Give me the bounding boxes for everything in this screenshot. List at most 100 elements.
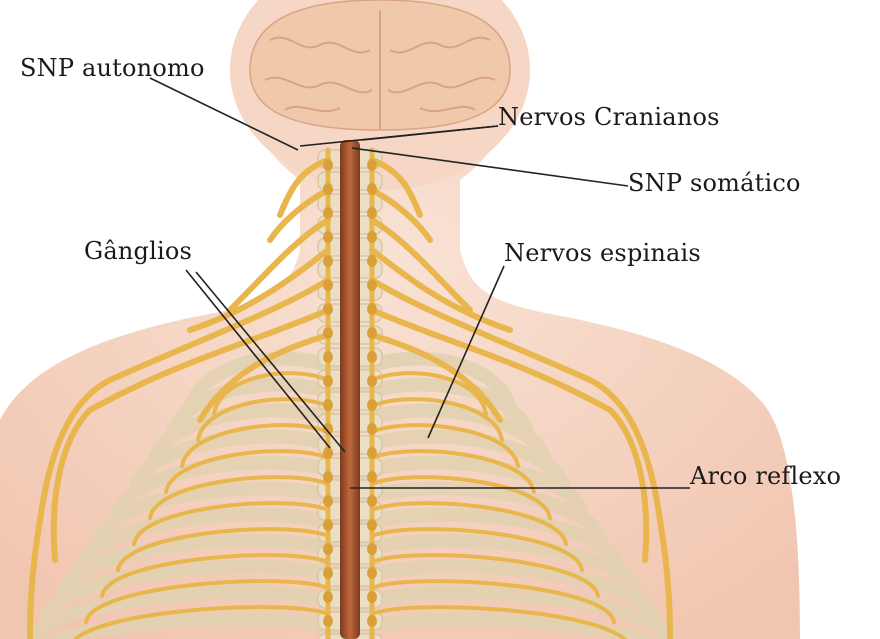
- rib-right: [355, 403, 553, 469]
- ganglion: [323, 591, 333, 603]
- nerve-right: [369, 307, 650, 563]
- ganglion: [367, 375, 377, 387]
- rib-right: [355, 611, 662, 639]
- ganglion: [367, 399, 377, 411]
- rib-left: [38, 611, 345, 639]
- nerve-right: [369, 277, 673, 639]
- intercostal-nerve-right: [370, 449, 536, 494]
- ganglion: [323, 327, 333, 339]
- rib-left: [165, 377, 345, 443]
- ganglion: [323, 615, 333, 627]
- intercostal-nerve-left: [100, 553, 330, 598]
- ganglion: [367, 231, 377, 243]
- ganglion: [323, 423, 333, 435]
- ganglion: [323, 303, 333, 315]
- ganglion: [323, 471, 333, 483]
- leader-snp-somatico: [351, 147, 629, 187]
- intercostal-nerve-left: [132, 501, 330, 546]
- ganglion: [323, 207, 333, 219]
- ganglion: [367, 591, 377, 603]
- intercostal-nerve-left: [84, 579, 330, 624]
- ganglion: [323, 495, 333, 507]
- rib-left: [22, 585, 345, 639]
- rib-left: [129, 429, 345, 495]
- rib-left: [93, 481, 345, 547]
- nerve-left: [267, 187, 331, 243]
- intercostal-nerve-right: [370, 423, 520, 468]
- leader-ganglios-a: [185, 269, 331, 449]
- ganglion: [323, 183, 333, 195]
- rib-right: [355, 585, 678, 639]
- ganglion: [367, 303, 377, 315]
- ganglion: [323, 567, 333, 579]
- nerve-right: [369, 332, 503, 423]
- rib-right: [355, 481, 607, 547]
- leader-nervos-cranianos-b: [361, 125, 499, 141]
- intercostal-nerve-left: [116, 527, 330, 572]
- rib-right: [355, 377, 535, 443]
- intercostal-nerve-right: [370, 553, 600, 598]
- nerve-left: [227, 217, 331, 313]
- ganglion: [323, 447, 333, 459]
- nerve-left: [197, 332, 331, 423]
- nerve-right: [369, 187, 433, 243]
- brain-folds: [264, 10, 496, 130]
- nerve-left: [277, 157, 331, 218]
- intercostal-nerve-left: [196, 397, 330, 442]
- label-nervos-cranianos: Nervos Cranianos: [498, 103, 720, 131]
- nerve-left: [27, 277, 331, 639]
- rib-left: [147, 403, 345, 469]
- ganglion: [367, 423, 377, 435]
- intercostal-nerve-right: [370, 501, 568, 546]
- nerve-left: [187, 247, 331, 333]
- ganglion: [367, 255, 377, 267]
- rib-left: [111, 455, 345, 521]
- ganglion: [367, 471, 377, 483]
- ganglion: [367, 207, 377, 219]
- ganglion: [367, 567, 377, 579]
- nerve-right: [369, 157, 423, 218]
- label-arco-reflexo: Arco reflexo: [690, 462, 842, 490]
- ganglion: [323, 543, 333, 555]
- ganglion: [323, 375, 333, 387]
- rib-right: [355, 559, 661, 625]
- ganglion: [323, 351, 333, 363]
- ganglion: [367, 327, 377, 339]
- intercostal-nerve-right: [370, 371, 488, 416]
- ganglion: [323, 279, 333, 291]
- ganglion: [323, 519, 333, 531]
- leader-lines: [149, 77, 690, 489]
- rib-left: [75, 507, 345, 573]
- ganglion: [367, 447, 377, 459]
- intercostal-nerve-left: [73, 605, 330, 639]
- label-ganglios: Gânglios: [84, 237, 193, 265]
- intercostal-nerve-right: [370, 579, 616, 624]
- intercostal-nerve-right: [370, 605, 627, 639]
- intercostal-nerve-left: [212, 371, 330, 416]
- ganglion: [323, 255, 333, 267]
- ganglion: [367, 495, 377, 507]
- rib-right: [355, 533, 643, 599]
- rib-left: [39, 559, 345, 625]
- nerve-right: [369, 217, 473, 313]
- label-nervos-espinais: Nervos espinais: [504, 239, 701, 267]
- ganglion: [367, 543, 377, 555]
- ganglion: [367, 351, 377, 363]
- intercostal-nerve-left: [148, 475, 330, 520]
- intercostal-nerve-right: [370, 475, 552, 520]
- label-snp-somatico: SNP somático: [628, 169, 801, 197]
- intercostal-nerve-right: [370, 527, 584, 572]
- leader-nervos-espinais: [427, 265, 505, 439]
- nerve-left: [50, 307, 331, 563]
- leader-ganglios-b: [195, 271, 346, 453]
- rib-right: [355, 429, 571, 495]
- rib-right: [355, 455, 589, 521]
- rib-right: [355, 507, 625, 573]
- ganglion: [323, 399, 333, 411]
- intercostal-nerve-left: [180, 423, 330, 468]
- rib-left: [57, 533, 345, 599]
- ganglion: [323, 231, 333, 243]
- ganglion: [367, 183, 377, 195]
